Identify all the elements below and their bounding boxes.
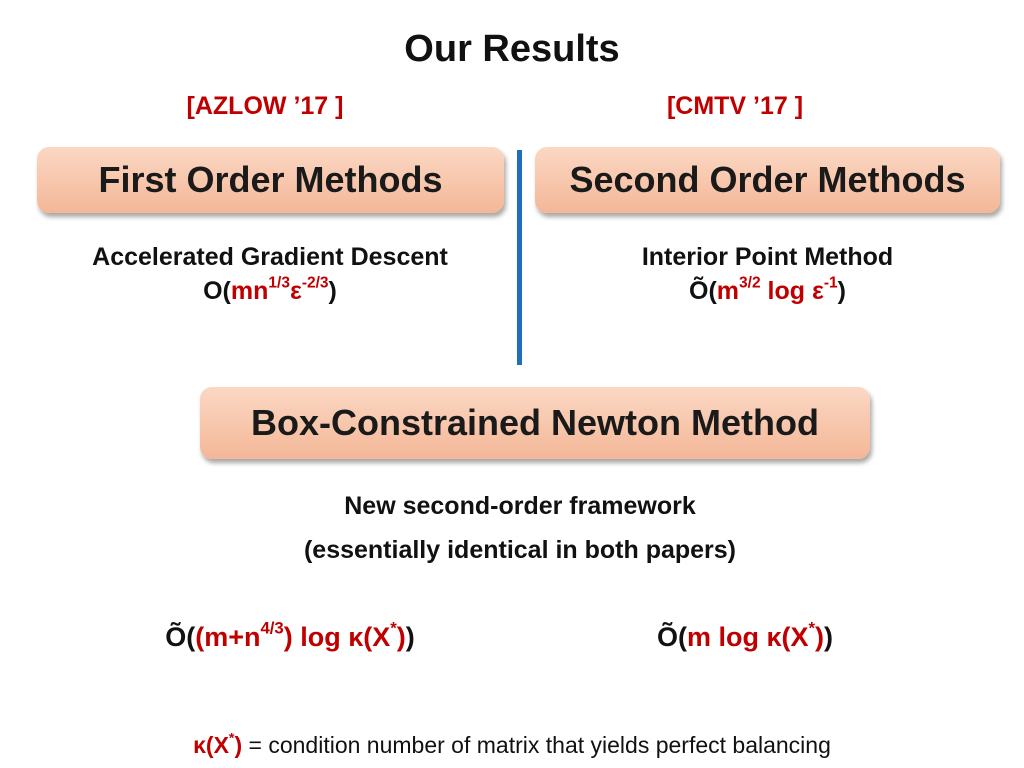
result-left: Õ((m+n4/3) log κ(X*)) [110,620,470,653]
complexity-left-prefix: O( [203,277,231,305]
result-left-b-sup: * [390,618,397,638]
complexity-left-b-sup: -2/3 [301,274,329,292]
result-left-a: (m+n [195,622,261,652]
complexity-right-b: log ε [760,277,824,305]
first-order-methods-box: First Order Methods [37,147,504,213]
complexity-right-suffix: ) [837,277,846,305]
result-right: Õ(m log κ(X*)) [560,620,930,653]
result-left-c: ) [396,622,406,652]
method-name-right: Interior Point Method [641,243,894,271]
result-left-suffix: ) [405,622,415,652]
complexity-right-a: m [716,277,740,305]
method-right: Interior Point Method Õ(m3/2 log ε-1) [535,240,1000,308]
result-right-suffix: ) [824,622,834,652]
method-left: Accelerated Gradient Descent O(mn1/3ε-2/… [40,240,500,308]
result-right-prefix: Õ( [656,622,687,652]
slide-title: Our Results [404,28,620,70]
result-right-a-sup: * [808,618,816,638]
citation-right: [CMTV ’17 ] [666,92,804,120]
complexity-left-b: ε [289,277,302,305]
box-constrained-newton-box: Box-Constrained Newton Method [200,387,870,459]
complexity-left-a: mn [230,277,269,305]
citation-left: [AZLOW ’17 ] [186,92,344,120]
vertical-divider [517,150,522,365]
result-right-a: m log κ(X [686,622,809,652]
result-right-c: ) [815,622,825,652]
framework-line-2: (essentially identical in both papers) [303,536,737,564]
complexity-right-prefix: Õ( [689,277,717,305]
framework-line-1: New second-order framework [344,492,696,520]
footnote-text: = condition number of matrix that yields… [242,732,831,758]
second-order-methods-box: Second Order Methods [535,147,1000,213]
complexity-left-a-sup: 1/3 [268,274,290,292]
result-left-prefix: Õ( [165,622,196,652]
footnote-symbol: κ(X [193,732,229,758]
complexity-right-a-sup: 3/2 [739,274,761,292]
footnote: κ(X*) = condition number of matrix that … [60,730,964,759]
result-left-b: ) log κ(X [283,622,391,652]
framework-description: New second-order framework (essentially … [150,484,890,572]
result-left-a-sup: 4/3 [260,618,284,638]
complexity-left: O(mn1/3ε-2/3) [40,274,500,308]
footnote-symbol-sup: * [228,730,235,747]
complexity-right: Õ(m3/2 log ε-1) [535,274,1000,308]
method-name-left: Accelerated Gradient Descent [92,243,448,271]
footnote-symbol-close: ) [234,732,243,758]
complexity-right-b-sup: -1 [823,274,838,292]
complexity-left-suffix: ) [328,277,337,305]
